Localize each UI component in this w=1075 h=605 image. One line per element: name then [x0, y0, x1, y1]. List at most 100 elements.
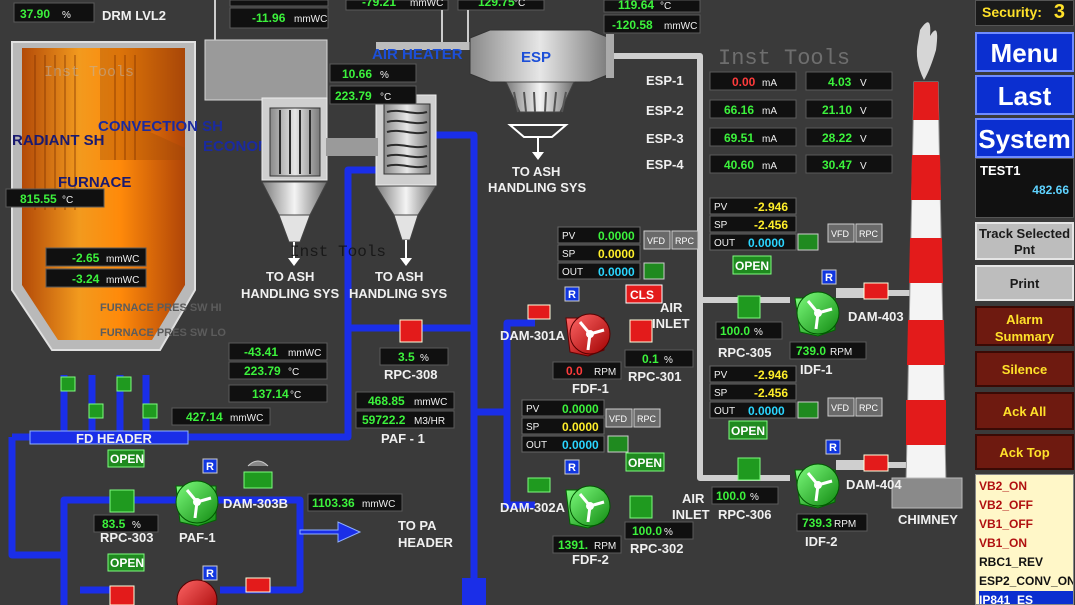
rpc303-label: RPC-303: [100, 530, 153, 545]
alarm-item[interactable]: ESP2_CONV_ON: [979, 574, 1074, 588]
alarm-item[interactable]: VB2_OFF: [979, 498, 1034, 512]
pid1-out-adjust[interactable]: [643, 262, 665, 280]
svg-text:223.79: 223.79: [335, 89, 372, 103]
idf2-remote-badge: [825, 439, 841, 455]
paf2-remote-badge: [202, 565, 218, 581]
pid3-rpc-button[interactable]: [855, 223, 883, 243]
svg-text:3.5: 3.5: [398, 350, 415, 364]
idf2-fan[interactable]: [794, 460, 866, 509]
alarm-item[interactable]: VB2_ON: [979, 479, 1028, 493]
svg-text:-2.456: -2.456: [754, 218, 788, 232]
idf1-fan[interactable]: [794, 288, 866, 337]
svg-text:PV: PV: [714, 202, 728, 213]
menu-button[interactable]: Menu: [975, 32, 1074, 72]
furnace-sw-lo-label: FURNACE PRES SW LO: [100, 327, 226, 339]
alarm-item[interactable]: VB1_OFF: [979, 517, 1034, 531]
pid1-vfd-button[interactable]: [643, 230, 671, 250]
idf1-label: IDF-1: [800, 362, 833, 377]
track-selected-point-button[interactable]: Track Selected Pnt: [975, 222, 1074, 260]
ack-all-button[interactable]: Ack All: [975, 392, 1074, 430]
idf1-rpm-readout: [789, 341, 867, 360]
last-button[interactable]: Last: [975, 75, 1074, 115]
alarm-item[interactable]: VB1_ON: [979, 536, 1028, 550]
fd-header-pipe: [29, 430, 189, 445]
air-inlet-2b: INLET: [672, 507, 710, 522]
alarm-list[interactable]: VB2_ON VB2_OFF VB1_OFF VB1_ON RBC1_REV E…: [975, 474, 1074, 605]
print-button[interactable]: Print: [975, 265, 1074, 301]
alarm-item[interactable]: IP841_ES: [979, 591, 1073, 604]
svg-text:%: %: [664, 355, 673, 366]
svg-text:-43.41: -43.41: [244, 345, 278, 359]
test-point-panel: TEST1 482.66: [975, 158, 1074, 218]
pid1-rpc-button[interactable]: [671, 230, 699, 250]
system-button[interactable]: System: [975, 118, 1074, 158]
pid-faceplate-1[interactable]: PV 0.0000 SP 0.0000 OUT 0.0000 VFD RPC: [557, 226, 699, 280]
alarm-item[interactable]: RBC1_REV: [979, 555, 1044, 569]
security-level: 3: [1053, 1, 1065, 23]
svg-text:0.0000: 0.0000: [562, 420, 599, 434]
fdf1-remote-badge: [564, 286, 580, 302]
svg-text:21.10: 21.10: [822, 103, 852, 117]
svg-text:RPC: RPC: [859, 403, 879, 413]
rpc305-label: RPC-305: [718, 345, 771, 360]
svg-text:RPM: RPM: [594, 541, 616, 552]
paf2-open-badge: [107, 553, 145, 572]
esp-1-label: ESP-1: [646, 73, 684, 88]
svg-text:OPEN: OPEN: [110, 452, 144, 466]
svg-text:V: V: [860, 106, 867, 117]
pid-faceplate-2[interactable]: PV 0.0000 SP 0.0000 OUT 0.0000 VFD RPC: [521, 399, 661, 453]
svg-text:4.03: 4.03: [828, 75, 852, 89]
pid3-out-adjust[interactable]: [797, 233, 819, 251]
alarm-summary-button[interactable]: Alarm Summary: [975, 306, 1074, 346]
pid4-vfd-button[interactable]: [827, 397, 855, 417]
dam301a-label: DAM-301A: [500, 328, 566, 343]
ack-top-button[interactable]: Ack Top: [975, 434, 1074, 470]
pid-faceplate-4[interactable]: PV -2.946 SP -2.456 OUT 0.0000 VFD RPC: [709, 365, 883, 419]
paf2-fan[interactable]: [176, 579, 218, 605]
rpc301-label: RPC-301: [628, 369, 681, 384]
pa-temp2-readout: [228, 384, 328, 403]
svg-text:CLS: CLS: [630, 288, 654, 302]
svg-text:°C: °C: [660, 1, 671, 12]
pid2-out-adjust[interactable]: [607, 435, 629, 453]
paf-pres-readout: [355, 391, 455, 410]
fdf2-rpm-readout: [552, 535, 622, 554]
watermark-3: Inst Tools: [718, 46, 850, 71]
pid3-vfd-button[interactable]: [827, 223, 855, 243]
paf1-fan[interactable]: [175, 480, 219, 527]
test-point-value: 482.66: [1032, 183, 1069, 197]
svg-text:M3/HR: M3/HR: [414, 416, 445, 427]
dampers-valves: [60, 282, 889, 605]
furnace-sw-hi-label: FURNACE PRES SW HI: [100, 302, 222, 314]
pid4-out-adjust[interactable]: [797, 401, 819, 419]
svg-text:66.16: 66.16: [724, 103, 754, 117]
pid4-rpc-button[interactable]: [855, 397, 883, 417]
furnace-pres1-value: -2.65: [72, 251, 100, 265]
svg-text:%: %: [132, 520, 141, 531]
svg-text:739.0: 739.0: [796, 344, 826, 358]
convection-sh-label: CONVECTION SH: [98, 118, 223, 135]
svg-text:OPEN: OPEN: [628, 456, 662, 470]
svg-text:R: R: [568, 462, 576, 474]
svg-text:0.0000: 0.0000: [562, 402, 599, 416]
rpc301-readout: [624, 349, 694, 368]
svg-text:°C: °C: [290, 390, 301, 401]
rpc302-label: RPC-302: [630, 541, 683, 556]
pid2-rpc-button[interactable]: [633, 408, 661, 428]
rpc306-label: RPC-306: [718, 507, 771, 522]
svg-text:0.0000: 0.0000: [748, 404, 785, 418]
idf2-label: IDF-2: [805, 534, 838, 549]
ash-label-3: TO ASH: [512, 164, 560, 179]
fdf1-fan[interactable]: [565, 313, 611, 357]
pid-faceplate-3[interactable]: PV -2.946 SP -2.456 OUT 0.0000 VFD RPC: [709, 197, 883, 251]
pid2-vfd-button[interactable]: [605, 408, 633, 428]
svg-text:0.0: 0.0: [566, 364, 583, 378]
watermark-1: Inst Tools: [44, 64, 134, 81]
esp-out-temp-readout: [603, 0, 701, 13]
furnace-pres2-value: -3.24: [72, 272, 100, 286]
svg-text:mmWC: mmWC: [288, 348, 321, 359]
svg-text:10.66: 10.66: [342, 67, 372, 81]
fdf2-fan[interactable]: [565, 485, 611, 529]
silence-button[interactable]: Silence: [975, 351, 1074, 387]
rpc303-readout: [93, 514, 159, 533]
